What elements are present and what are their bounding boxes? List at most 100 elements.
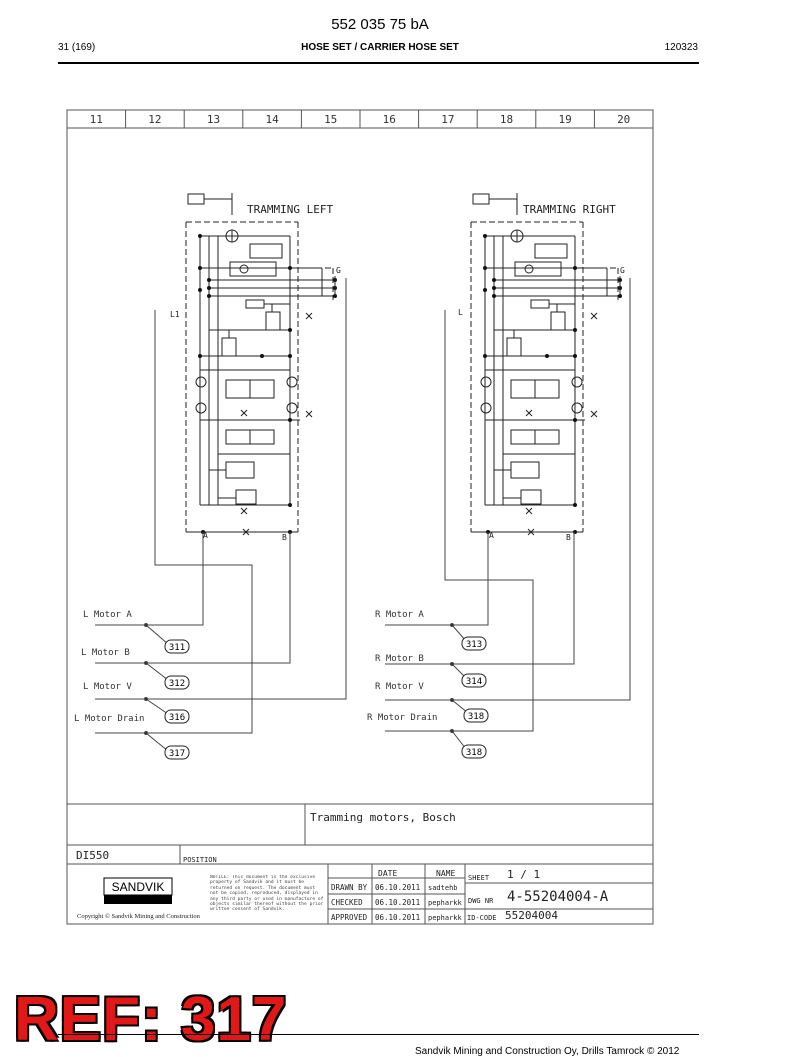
ref-bubble-313[interactable] xyxy=(461,636,487,651)
circuit-left xyxy=(185,193,337,536)
hose-label-l-motor-b: L Motor B xyxy=(81,648,130,658)
sandvik-logo-text: SANDVIK xyxy=(112,880,165,894)
column-number: 12 xyxy=(148,113,161,126)
ref-311: 311 xyxy=(169,643,185,653)
ref-stamp: REF: 317 xyxy=(14,985,288,1054)
valve-block xyxy=(229,261,277,277)
approved-name: pepharkk xyxy=(428,914,463,922)
junction-dot xyxy=(483,266,487,270)
hose-fitting xyxy=(144,623,148,627)
ref-leader xyxy=(145,662,169,681)
junction-dot xyxy=(573,328,577,332)
port-l-right: L xyxy=(458,308,463,317)
hose-label-r-motor-b: R Motor B xyxy=(375,654,424,664)
name-header: NAME xyxy=(436,869,455,878)
hose-l-motor-drain xyxy=(95,310,253,734)
ref-316: 316 xyxy=(169,713,185,723)
ref-leader xyxy=(451,730,467,750)
hydraulic-line xyxy=(590,312,598,320)
hydraulic-line xyxy=(240,409,248,417)
valve-block xyxy=(534,243,568,259)
position-label: POSITION xyxy=(183,856,217,864)
check-valve xyxy=(195,402,207,414)
port-a-right: A xyxy=(489,531,494,540)
hose-label-l-motor-v: L Motor V xyxy=(83,682,132,692)
valve-block xyxy=(510,379,536,399)
hydraulic-line xyxy=(242,528,250,536)
ref-313: 313 xyxy=(466,640,482,650)
junction-dot xyxy=(288,354,292,358)
ref-bubble-316[interactable] xyxy=(164,709,190,724)
column-number: 15 xyxy=(324,113,337,126)
hose-fitting xyxy=(450,729,454,733)
ref-bubble-317[interactable] xyxy=(164,745,190,760)
valve-block xyxy=(245,299,265,309)
valve-block xyxy=(520,489,542,505)
valve-block xyxy=(225,379,251,399)
valve-block xyxy=(550,311,566,331)
junction-dot xyxy=(483,288,487,292)
ref-318: 318 xyxy=(466,748,482,758)
hydraulic-line xyxy=(527,528,535,536)
circuit-right-label: TRAMMING RIGHT xyxy=(523,203,616,216)
hose-fitting xyxy=(450,662,454,666)
title-block xyxy=(67,803,653,924)
footer-rule xyxy=(58,1034,699,1035)
id-code-value: 55204004 xyxy=(505,909,558,922)
page-date: 120323 xyxy=(664,42,698,53)
ref-bubble-315[interactable] xyxy=(463,708,489,723)
junction-dot xyxy=(207,286,211,290)
check-valve xyxy=(480,402,492,414)
footer-text: Sandvik Mining and Construction Oy, Dril… xyxy=(415,1046,680,1057)
check-valve xyxy=(286,376,298,388)
dwg-label: DWG NR xyxy=(468,897,494,905)
valve-block xyxy=(534,379,560,399)
junction-dot xyxy=(483,354,487,358)
hose-fitting xyxy=(450,623,454,627)
junction-dot xyxy=(492,278,496,282)
junction-dot xyxy=(573,503,577,507)
drawing-description: Tramming motors, Bosch xyxy=(310,811,456,824)
hydraulic-line xyxy=(525,507,533,515)
junction-dot xyxy=(573,266,577,270)
port-g-left: G xyxy=(336,266,341,275)
valve-block xyxy=(506,337,522,357)
valve-block xyxy=(249,429,275,445)
ref-bubble-314[interactable] xyxy=(461,673,487,688)
drawn-by-date: 06.10.2011 xyxy=(375,883,420,892)
hose-label-r-motor-drain: R Motor Drain xyxy=(367,713,437,723)
hose-fitting xyxy=(144,661,148,665)
hose-label-l-motor-a: L Motor A xyxy=(83,610,132,620)
hydraulic-line xyxy=(305,312,313,320)
ref-bubble-311[interactable] xyxy=(164,639,190,654)
check-valve xyxy=(239,264,249,274)
ref-bubble-318[interactable] xyxy=(461,744,487,759)
ref-314: 314 xyxy=(466,677,482,687)
port-b-left: B xyxy=(282,533,287,542)
hose-l-motor-v xyxy=(95,278,347,700)
ref-bubble-312[interactable] xyxy=(164,675,190,690)
junction-dot xyxy=(492,294,496,298)
junction-dot xyxy=(545,354,549,358)
hose-r-motor-b xyxy=(385,532,575,665)
junction-dot xyxy=(288,266,292,270)
check-valve xyxy=(286,402,298,414)
legal-notice: NOTICE: This document is the exclusive p… xyxy=(210,875,324,913)
hose-label-l-motor-drain: L Motor Drain xyxy=(74,714,144,724)
junction-dot xyxy=(483,234,487,238)
hose-label-r-motor-a: R Motor A xyxy=(375,610,424,620)
hydraulic-line xyxy=(525,409,533,417)
valve-block xyxy=(187,193,205,205)
circuit-left-label: TRAMMING LEFT xyxy=(247,203,333,216)
hydraulic-line xyxy=(240,507,248,515)
hydraulic-line xyxy=(305,410,313,418)
dwg-number: 4-55204004-A xyxy=(507,889,609,905)
hose-fitting xyxy=(450,698,454,702)
valve-block xyxy=(510,461,540,479)
check-valve xyxy=(524,264,534,274)
drawn-by-name: sadtehb xyxy=(428,884,458,892)
drawn-by-label: DRAWN BY xyxy=(331,883,368,892)
port-g-right: G xyxy=(620,266,625,275)
valve-block xyxy=(221,337,237,357)
